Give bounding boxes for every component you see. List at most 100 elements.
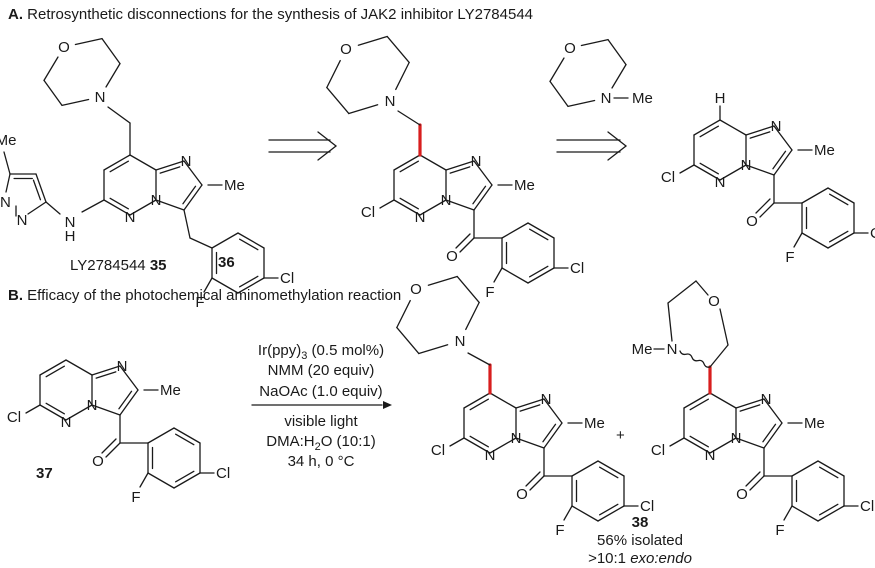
bond [801, 187, 829, 204]
bond [427, 275, 458, 286]
bond [791, 460, 819, 477]
bond [326, 86, 350, 115]
bond [129, 199, 157, 216]
bond [745, 471, 761, 487]
atom-label-o: O [746, 213, 758, 230]
bond [386, 35, 410, 64]
bond [155, 160, 185, 171]
atom-label-cl: Cl [280, 270, 294, 287]
bond [683, 437, 711, 454]
bond [183, 184, 203, 211]
bond [611, 63, 627, 89]
bond [107, 106, 131, 124]
atom-label-n: N [441, 192, 452, 209]
bond [237, 277, 265, 294]
bond [237, 232, 265, 249]
bond [348, 104, 379, 115]
double-bond [469, 435, 490, 448]
bond [173, 472, 201, 489]
compound-35-label: LY2784544 35 [70, 257, 167, 274]
double-bond [818, 466, 839, 479]
double-bond [699, 125, 720, 138]
atom-label-n: N [471, 153, 482, 170]
yield-text: 56% isolated [597, 532, 683, 549]
double-bond [174, 433, 195, 446]
bond [119, 365, 139, 391]
atom-label-n: N [667, 341, 678, 358]
bond [543, 398, 563, 424]
bond [693, 164, 721, 181]
atom-label-cl: Cl [651, 442, 665, 459]
bond [817, 460, 845, 477]
bond [211, 277, 239, 294]
bond [3, 151, 11, 175]
double-bond [469, 398, 490, 411]
bond [763, 398, 783, 424]
bond [61, 98, 90, 107]
atom-label-cl: Cl [870, 225, 875, 242]
atom-label-cl: Cl [361, 204, 375, 221]
bond [91, 365, 121, 376]
bond [667, 280, 697, 304]
bond [773, 149, 793, 176]
bond [669, 437, 685, 447]
atom-label-n: N [117, 358, 128, 375]
bond [759, 202, 775, 218]
atom-label-n: N [17, 212, 28, 229]
double-bond [699, 162, 720, 175]
atom-label-f: F [785, 249, 794, 266]
atom-label-cl: Cl [431, 442, 445, 459]
atom-label-o: O [564, 40, 576, 57]
bond [567, 99, 596, 108]
condition-light: visible light [284, 413, 358, 430]
double-bond [118, 390, 133, 410]
bond [791, 505, 819, 522]
condition-solvent: DMA:H2O (10:1) [266, 433, 376, 453]
bond [527, 267, 555, 284]
bond [183, 160, 203, 186]
bond [189, 237, 213, 249]
bond [455, 233, 471, 249]
bond [749, 475, 765, 491]
atom-label-o: O [410, 281, 422, 298]
bond [493, 267, 503, 283]
bond [393, 154, 421, 171]
bond [571, 505, 599, 522]
bond [65, 404, 93, 421]
bond [173, 427, 201, 444]
bond [147, 427, 175, 444]
panel-a-header: A. Retrosynthetic disconnections for the… [8, 6, 533, 23]
atom-label-me: Me [514, 177, 535, 194]
bond [827, 187, 855, 204]
atom-label-cl: Cl [661, 169, 675, 186]
bond [393, 199, 421, 216]
bond [103, 154, 131, 171]
bond [501, 267, 529, 284]
bond [801, 232, 829, 249]
bond [597, 505, 625, 522]
atom-label-o: O [736, 486, 748, 503]
atom-label-f: F [131, 489, 140, 506]
atom-label-n: N [511, 430, 522, 447]
double-bond [739, 404, 761, 412]
condition-time-temp: 34 h, 0 °C [288, 453, 355, 470]
atom-label-f: F [195, 294, 204, 311]
atom-label-n: N [541, 391, 552, 408]
molecule-sm: NNNMeHClOClF [661, 90, 875, 266]
atom-label-me: Me [224, 177, 245, 194]
double-bond [174, 470, 195, 483]
double-bond [689, 398, 710, 411]
bond [827, 232, 855, 249]
bond [147, 472, 175, 489]
bond [119, 389, 139, 416]
bond [105, 442, 121, 458]
bond [549, 57, 565, 83]
bond [709, 392, 737, 409]
atom-label-o: O [446, 248, 458, 265]
bond [91, 404, 121, 416]
bond [563, 505, 573, 521]
double-bond [828, 230, 849, 243]
atom-label-n: N [61, 414, 72, 431]
bond [817, 505, 845, 522]
